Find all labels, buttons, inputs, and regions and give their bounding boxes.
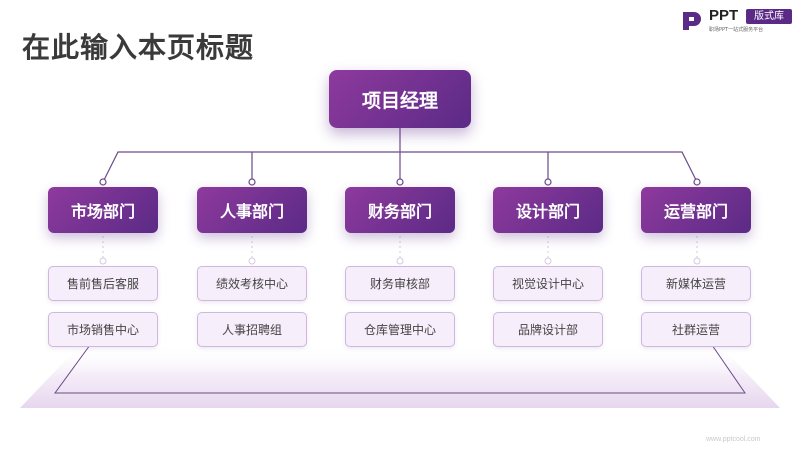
logo-slogan: 职场PPT一站式服务平台 [709,27,764,33]
dept-hr: 人事部门 [197,187,307,233]
dept-design: 设计部门 [493,187,603,233]
logo-tag: 版式库 [746,9,792,24]
dept-operations: 运营部门 [641,187,751,233]
sub-unit-item: 市场销售中心 [48,312,158,347]
node-project-manager: 项目经理 [329,70,471,128]
sub-unit-item: 人事招聘组 [197,312,307,347]
sub-unit-item: 新媒体运营 [641,266,751,301]
sub-unit-item: 品牌设计部 [493,312,603,347]
sub-unit-item: 仓库管理中心 [345,312,455,347]
sub-unit-item: 售前售后客服 [48,266,158,301]
sub-unit-item: 视觉设计中心 [493,266,603,301]
watermark-text: www.pptcool.com [706,436,761,443]
dept-finance: 财务部门 [345,187,455,233]
logo-brand-text: PPT [709,7,739,24]
brand-logo: PPT 版式库 职场PPT一站式服务平台 [680,8,794,36]
sub-unit-item: 绩效考核中心 [197,266,307,301]
page-title: 在此输入本页标题 [22,31,255,64]
sub-unit-item: 财务审核部 [345,266,455,301]
dept-marketing: 市场部门 [48,187,158,233]
sub-unit-item: 社群运营 [641,312,751,347]
logo-mark-icon [683,12,701,30]
